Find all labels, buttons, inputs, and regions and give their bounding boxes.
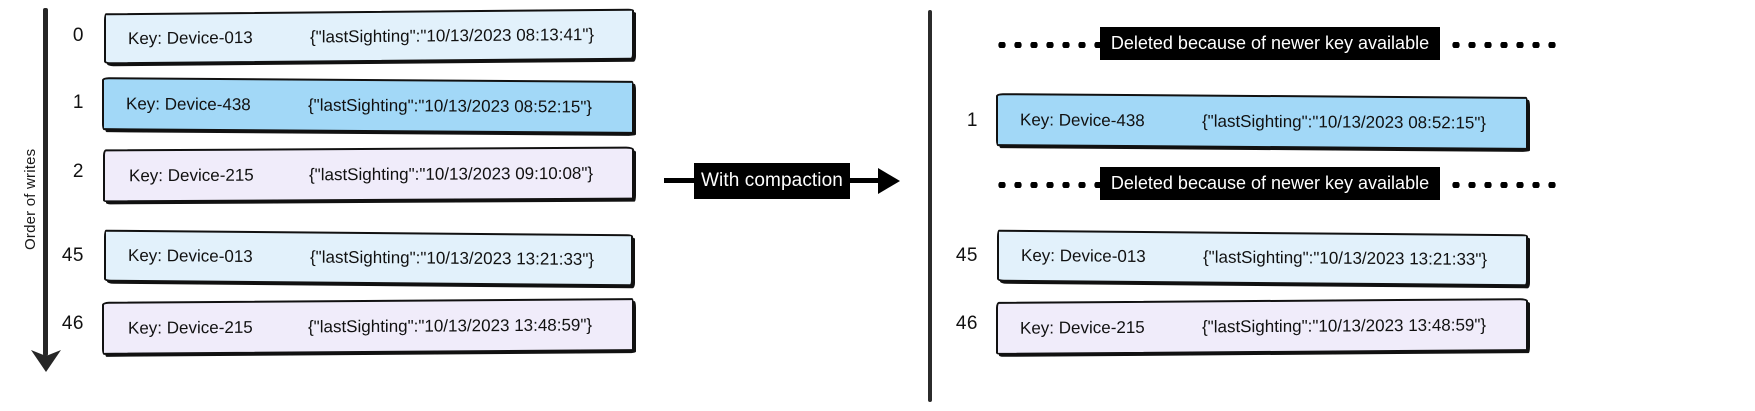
compaction-arrow-shaft-right: [848, 178, 894, 183]
record-index: 0: [72, 25, 84, 46]
record-box[interactable]: Key: Device-013 {"lastSighting":"10/13/2…: [104, 229, 633, 287]
record-key: Key: Device-215: [128, 317, 253, 338]
panel-divider: [928, 10, 932, 402]
record-value: {"lastSighting":"10/13/2023 13:48:59"}: [1202, 314, 1487, 336]
with-compaction-label: With compaction: [694, 163, 850, 199]
record-index: 1: [966, 110, 978, 131]
record-key: Key: Device-438: [126, 93, 251, 114]
record-key: Key: Device-013: [1021, 245, 1146, 266]
order-of-writes-axis-line: [43, 8, 48, 356]
record-key: Key: Device-215: [129, 165, 254, 185]
record-box[interactable]: Key: Device-215 {"lastSighting":"10/13/2…: [996, 298, 1528, 355]
record-box[interactable]: Key: Device-215 {"lastSighting":"10/13/2…: [103, 146, 634, 203]
record-key: Key: Device-438: [1020, 109, 1145, 130]
record-index: 46: [61, 313, 84, 334]
record-index: 2: [72, 161, 84, 182]
record-box[interactable]: Key: Device-438 {"lastSighting":"10/13/2…: [996, 93, 1528, 150]
record-value: {"lastSighting":"10/13/2023 13:21:33"}: [310, 247, 595, 269]
deleted-dotted-line-left: [994, 182, 1100, 188]
right-arrow-icon: [878, 168, 900, 194]
record-value: {"lastSighting":"10/13/2023 08:52:15"}: [1202, 111, 1487, 133]
record-index: 1: [72, 92, 84, 113]
deleted-dotted-line-right: [1448, 182, 1556, 188]
record-value: {"lastSighting":"10/13/2023 09:10:08"}: [309, 163, 594, 184]
deleted-note-banner: Deleted because of newer key available: [1100, 167, 1440, 200]
record-value: {"lastSighting":"10/13/2023 13:21:33"}: [1203, 247, 1488, 269]
record-box[interactable]: Key: Device-438 {"lastSighting":"10/13/2…: [102, 77, 634, 134]
record-index: 46: [955, 313, 978, 334]
record-value: {"lastSighting":"10/13/2023 08:52:15"}: [308, 95, 593, 117]
order-of-writes-arrowhead: [31, 350, 61, 372]
record-box[interactable]: Key: Device-013 {"lastSighting":"10/13/2…: [104, 8, 634, 65]
deleted-dotted-line-right: [1448, 42, 1556, 48]
record-box[interactable]: Key: Device-013 {"lastSighting":"10/13/2…: [997, 229, 1528, 287]
record-key: Key: Device-013: [128, 27, 253, 48]
record-box[interactable]: Key: Device-215 {"lastSighting":"10/13/2…: [102, 298, 634, 355]
record-key: Key: Device-013: [128, 245, 253, 266]
record-value: {"lastSighting":"10/13/2023 08:13:41"}: [310, 24, 595, 47]
deleted-dotted-line-left: [994, 42, 1100, 48]
order-of-writes-label: Order of writes: [22, 148, 39, 250]
deleted-note-banner: Deleted because of newer key available: [1100, 27, 1440, 60]
record-index: 45: [955, 245, 978, 266]
compaction-arrow-shaft-left: [664, 178, 700, 183]
record-key: Key: Device-215: [1020, 317, 1145, 338]
record-value: {"lastSighting":"10/13/2023 13:48:59"}: [308, 314, 593, 336]
record-index: 45: [61, 245, 84, 266]
